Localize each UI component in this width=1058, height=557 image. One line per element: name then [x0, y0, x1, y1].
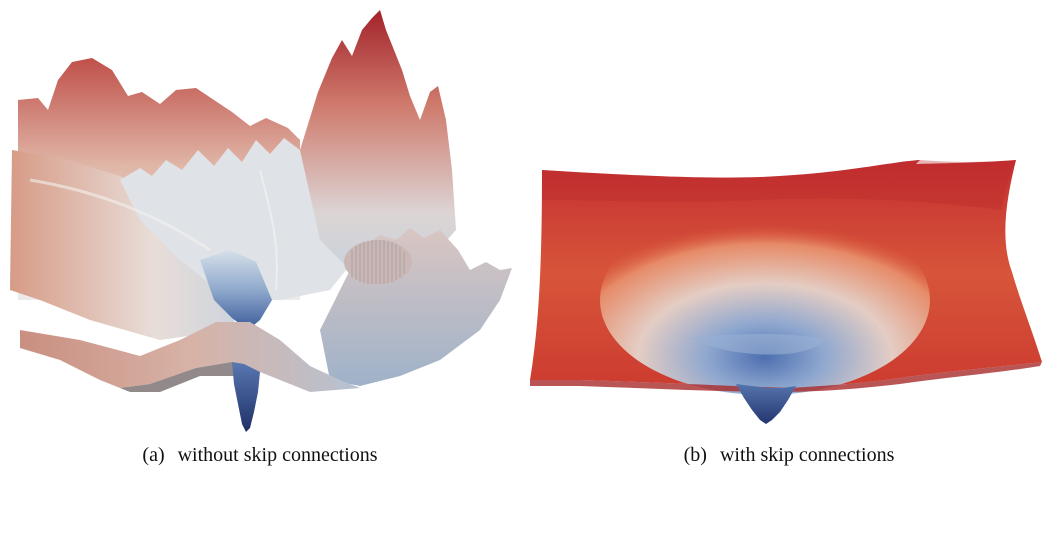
panel-with-skip: (b) with skip connections	[520, 0, 1058, 480]
smooth-loss-surface	[530, 160, 1042, 424]
caption-panel-b: (b) with skip connections	[520, 444, 1058, 467]
panel-without-skip: (a) without skip connections	[0, 0, 520, 480]
rugged-loss-surface	[10, 10, 512, 432]
panel-b-tag: (b)	[683, 444, 707, 466]
panel-a-tag: (a)	[142, 444, 165, 466]
panel-b-caption: with skip connections	[719, 444, 895, 466]
panel-a-caption: without skip connections	[177, 444, 378, 466]
caption-panel-a: (a) without skip connections	[0, 444, 520, 467]
